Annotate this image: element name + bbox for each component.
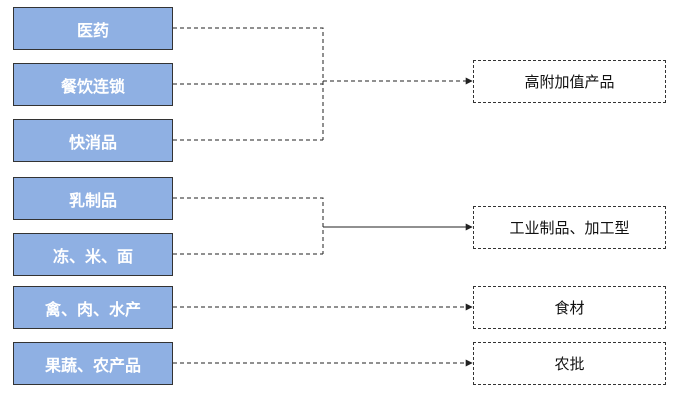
connector-medicine (173, 27, 324, 140)
source-box-produce-agri: 果蔬、农产品 (13, 342, 173, 385)
target-label: 食材 (554, 299, 585, 317)
source-box-frozen-rice-noodle: 冻、米、面 (13, 233, 173, 276)
source-label: 餐饮连锁 (60, 76, 125, 96)
connector-dairy (173, 197, 324, 254)
source-box-poultry-meat-seafood: 禽、肉、水产 (13, 286, 173, 329)
source-label: 禽、肉、水产 (44, 299, 141, 319)
source-label: 果蔬、农产品 (44, 355, 141, 375)
source-box-dairy: 乳制品 (13, 177, 173, 220)
target-label: 工业制品、加工型 (509, 219, 630, 237)
source-label: 快消品 (68, 132, 117, 152)
target-label: 高附加值产品 (524, 73, 615, 91)
target-box-ingredients: 食材 (473, 286, 666, 329)
source-box-medicine: 医药 (13, 7, 173, 50)
source-box-fmcg: 快消品 (13, 119, 173, 162)
target-box-wholesale: 农批 (473, 342, 666, 385)
target-label: 农批 (554, 355, 585, 373)
source-label: 乳制品 (68, 190, 117, 210)
source-box-catering-chain: 餐饮连锁 (13, 63, 173, 106)
source-label: 冻、米、面 (52, 246, 133, 266)
target-box-industrial: 工业制品、加工型 (473, 206, 666, 249)
target-box-high-value: 高附加值产品 (473, 60, 666, 103)
source-label: 医药 (76, 20, 109, 40)
